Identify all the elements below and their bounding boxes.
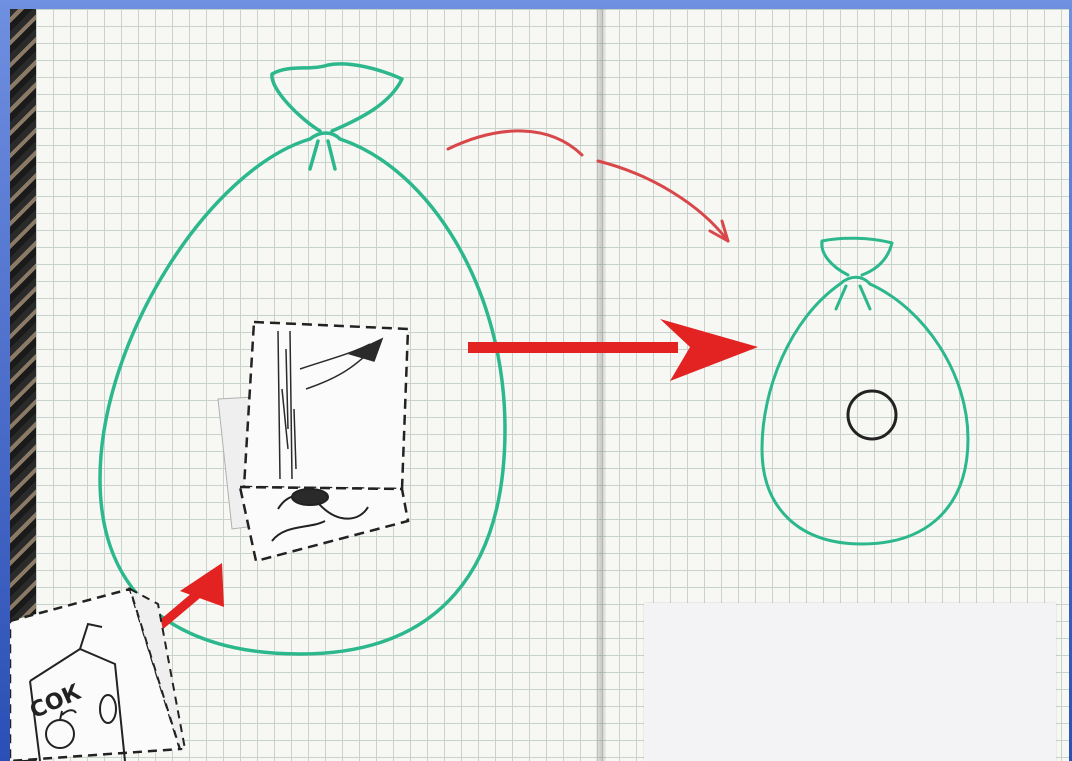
small-bag-body: [762, 284, 968, 544]
juice-card: СОК: [10, 589, 185, 761]
large-bag-top: [272, 64, 402, 131]
tree-card: [218, 322, 408, 561]
big-red-arrow: [468, 319, 758, 381]
notebook-photo: СОК: [10, 9, 1069, 761]
small-bag-knot: [836, 277, 870, 309]
drawing-layer: СОК: [10, 9, 1069, 761]
small-bag-top: [822, 238, 892, 275]
large-bag-knot: [310, 133, 340, 169]
curved-red-arrow: [448, 131, 728, 241]
circle-symbol: [848, 391, 896, 439]
